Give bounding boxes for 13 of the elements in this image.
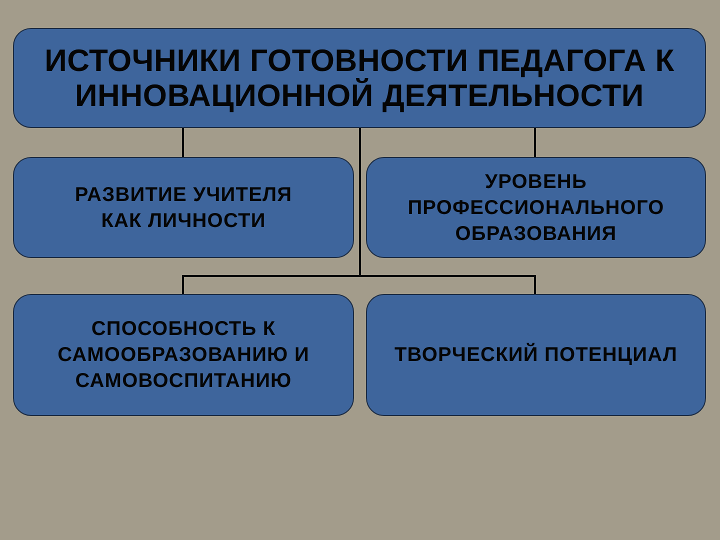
box-label: УРОВЕНЬ ПРОФЕССИОНАЛЬНОГО ОБРАЗОВАНИЯ	[406, 170, 666, 246]
rounded-box	[13, 157, 354, 258]
rounded-box	[13, 28, 706, 128]
box-label: ТВОРЧЕСКИЙ ПОТЕНЦИАЛ	[394, 342, 678, 368]
box-label: СПОСОБНОСТЬ К САМООБРАЗОВАНИЮ И САМОВОСПИТАНИЮ	[56, 317, 310, 394]
rounded-box	[13, 294, 354, 416]
connector-line	[182, 128, 184, 157]
box-label: РАЗВИТИЕ УЧИТЕЛЯ КАК ЛИЧНОСТИ	[74, 182, 294, 234]
connector-line	[534, 128, 536, 157]
rounded-box	[366, 294, 706, 416]
rounded-box	[366, 157, 706, 258]
connector-line	[359, 128, 536, 294]
heading-text: ИСТОЧНИКИ ГОТОВНОСТИ ПЕДАГОГА К ИННОВАЦИОННОЙ ДЕЯТЕЛЬНОСТИ	[44, 43, 676, 113]
